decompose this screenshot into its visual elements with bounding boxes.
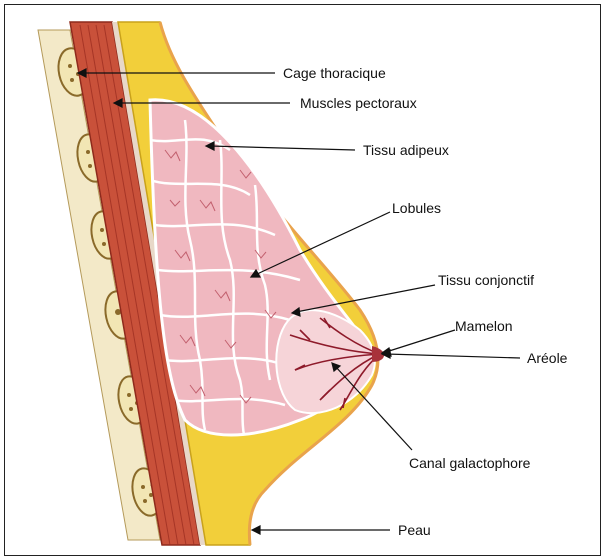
label-canal-galactophore: Canal galactophore xyxy=(409,455,530,471)
label-areole: Aréole xyxy=(527,350,567,366)
label-muscles-pectoraux: Muscles pectoraux xyxy=(300,95,417,111)
label-peau: Peau xyxy=(398,522,431,538)
label-tissu-conjonctif: Tissu conjonctif xyxy=(438,272,534,288)
label-cage-thoracique: Cage thoracique xyxy=(283,65,386,81)
label-tissu-adipeux: Tissu adipeux xyxy=(363,142,449,158)
label-lobules: Lobules xyxy=(392,200,441,216)
label-mamelon: Mamelon xyxy=(455,318,513,334)
